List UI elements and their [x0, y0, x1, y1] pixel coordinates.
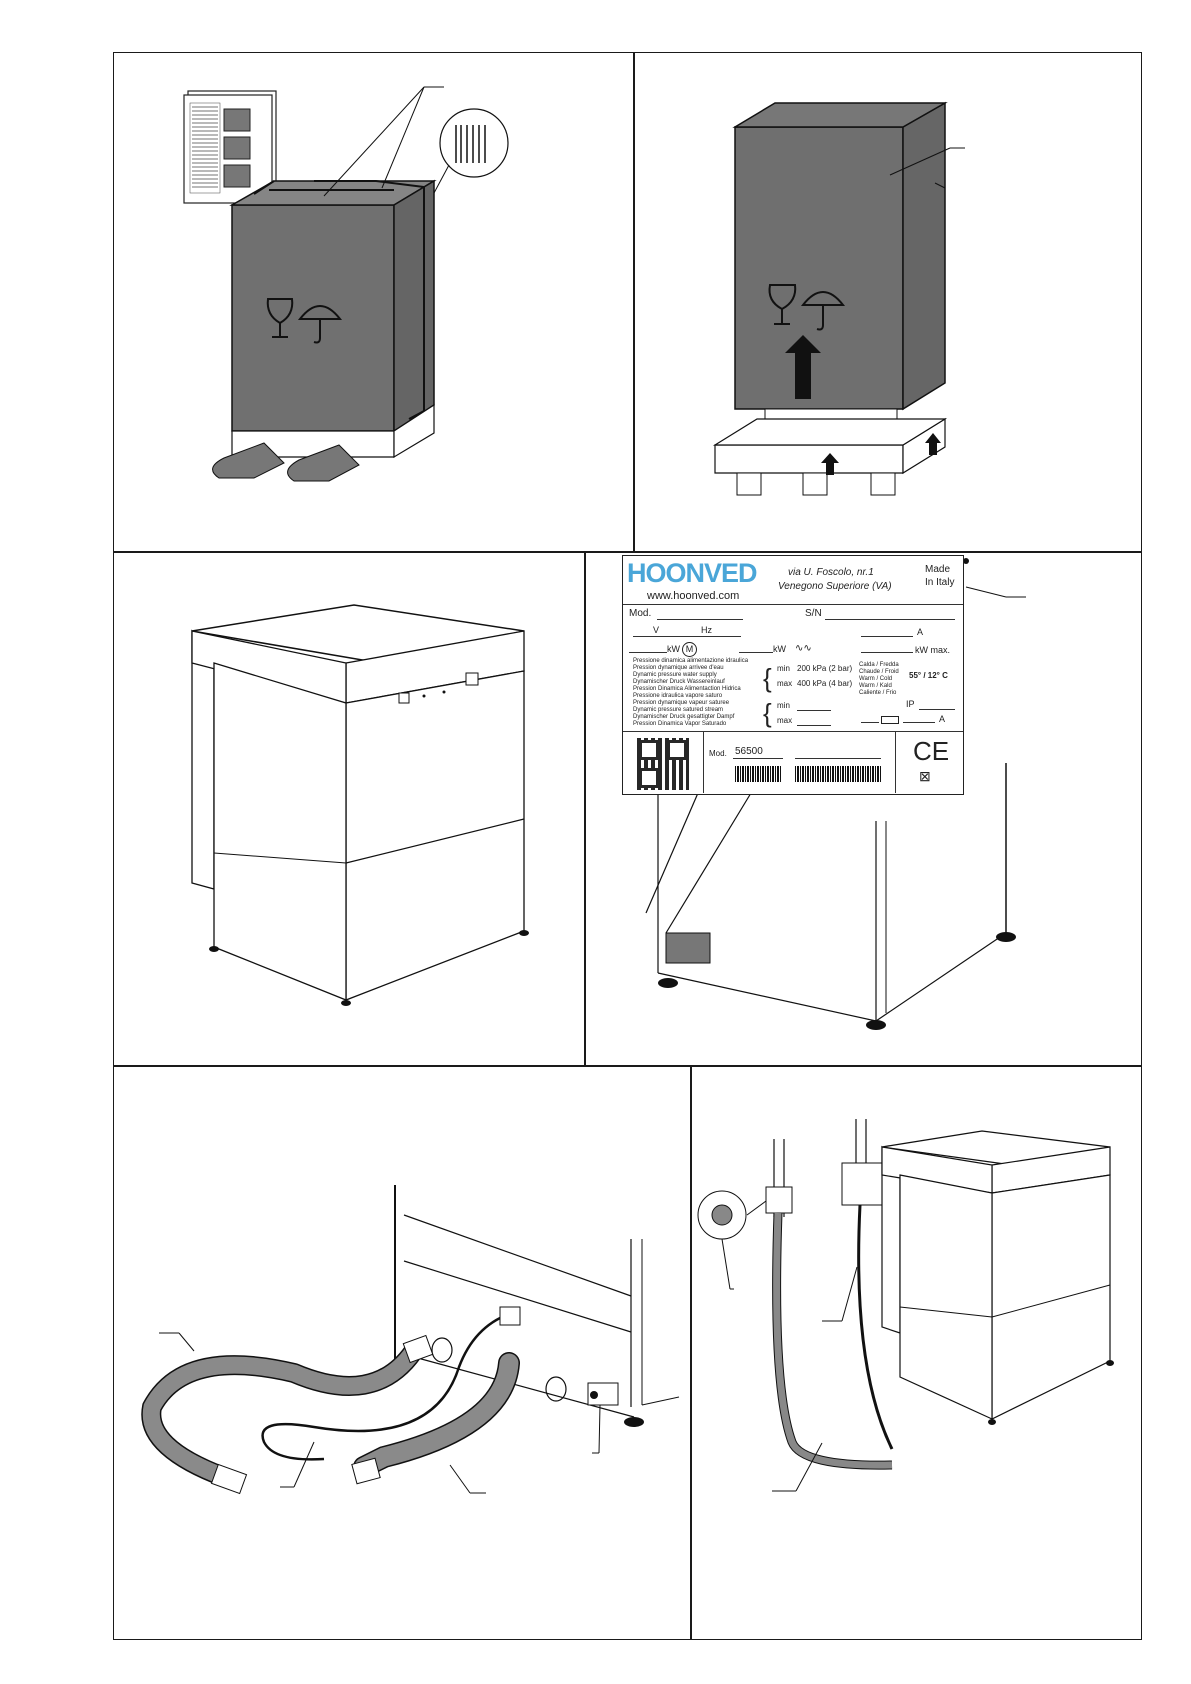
brand-logo: HOONVED — [627, 558, 758, 588]
umbrella-keep-dry-icon — [800, 291, 846, 331]
address-line-1: via U. Foscolo, nr.1 — [788, 567, 874, 578]
rating-plate: HOONVED www.hoonved.com via U. Foscolo, … — [622, 555, 964, 795]
divider-row-1 — [113, 551, 1142, 553]
max-label: max — [777, 679, 793, 688]
made-in-line-2: In Italy — [925, 577, 955, 588]
kw-label-2: kW — [773, 644, 786, 654]
pressure-water-line-2: Pression dynamique arrivee d'eau — [633, 665, 724, 671]
max-label-steam: max — [777, 716, 793, 725]
a-label: A — [917, 627, 924, 637]
panel-unboxing — [635, 53, 1141, 551]
temp-line-5: Caliente / Frio — [859, 690, 897, 696]
made-in-line-1: Made — [925, 564, 951, 575]
min-label-steam: min — [777, 701, 790, 710]
manual-document-illustration — [183, 90, 277, 204]
pressure-water-line-4: Dynamischer Druck Wassereinlauf — [633, 679, 725, 685]
resistor-symbol: ∿∿ — [795, 643, 812, 654]
mod-label: Mod. — [629, 608, 652, 619]
mod-value: 56500 — [735, 746, 763, 757]
divider-col-mid — [584, 552, 586, 1066]
sn-label: S/N — [805, 608, 822, 619]
motor-symbol: M — [682, 642, 697, 657]
umbrella-keep-dry-icon — [297, 305, 343, 344]
weee-bin-icon: ⊠ — [919, 768, 931, 784]
min-label: min — [777, 664, 790, 673]
pressure-steam-line-3: Dynamic pressure satured stream — [633, 707, 724, 713]
temp-line-4: Warm / Kald — [859, 683, 892, 689]
pressure-steam-line-1: Pressione idraulica vapore saturo — [633, 693, 723, 699]
min-value: 200 kPa (2 bar) — [797, 664, 853, 673]
barcode-icon — [735, 766, 781, 782]
website-text: www.hoonved.com — [647, 590, 740, 602]
divider-col-bottom — [690, 1066, 692, 1640]
pressure-steam-line-5: Pression Dinamica Vapor Saturado — [633, 721, 727, 727]
ip-label: IP — [906, 699, 915, 709]
panel-installed-machine — [692, 1067, 1142, 1640]
pressure-water-line-3: Dynamic pressure water supply — [633, 672, 717, 678]
temp-line-1: Calda / Fredda — [859, 662, 899, 668]
fragile-glass-icon — [266, 298, 294, 338]
panel-dishwasher — [114, 553, 584, 1065]
panel-rating-plate — [586, 553, 1142, 1065]
panel-packed-machine — [114, 53, 633, 551]
fragile-glass-icon — [768, 284, 797, 325]
max-value: 400 kPa (4 bar) — [797, 679, 853, 688]
address-line-2: Venegono Superiore (VA) — [778, 581, 892, 592]
temp-value: 55° / 12° C — [909, 671, 948, 680]
barcode-icon — [795, 766, 881, 782]
temp-line-3: Warm / Cold — [859, 676, 893, 682]
pressure-water-line-5: Pression Dinamica Alimentaction Hidrica — [633, 686, 741, 692]
kw-label: kW — [667, 644, 680, 654]
pressure-water-line-1: Pressione dinamica alimentazione idrauli… — [633, 658, 749, 664]
hz-label: Hz — [701, 625, 712, 635]
pressure-steam-line-2: Pression dynamique vapeur saturee — [633, 700, 730, 706]
figure-frame — [113, 52, 1142, 1640]
pressure-steam-line-4: Dynamischer Druck gesattigter Dampf — [633, 714, 735, 720]
qr-code-icon — [637, 738, 689, 790]
a-label-2: A — [939, 714, 946, 724]
panel-hoses-connections — [114, 1067, 690, 1640]
this-way-up-arrow-icon — [785, 335, 941, 475]
divider-row-2 — [113, 1065, 1142, 1067]
mod-label-2: Mod. — [709, 749, 727, 758]
v-label: V — [653, 625, 660, 635]
ce-mark: CE — [913, 736, 950, 766]
kw-max-label: kW max. — [915, 645, 950, 655]
divider-col-top — [633, 52, 635, 552]
fuse-symbol — [881, 716, 899, 724]
temp-line-2: Chaude / Froid — [859, 669, 899, 675]
